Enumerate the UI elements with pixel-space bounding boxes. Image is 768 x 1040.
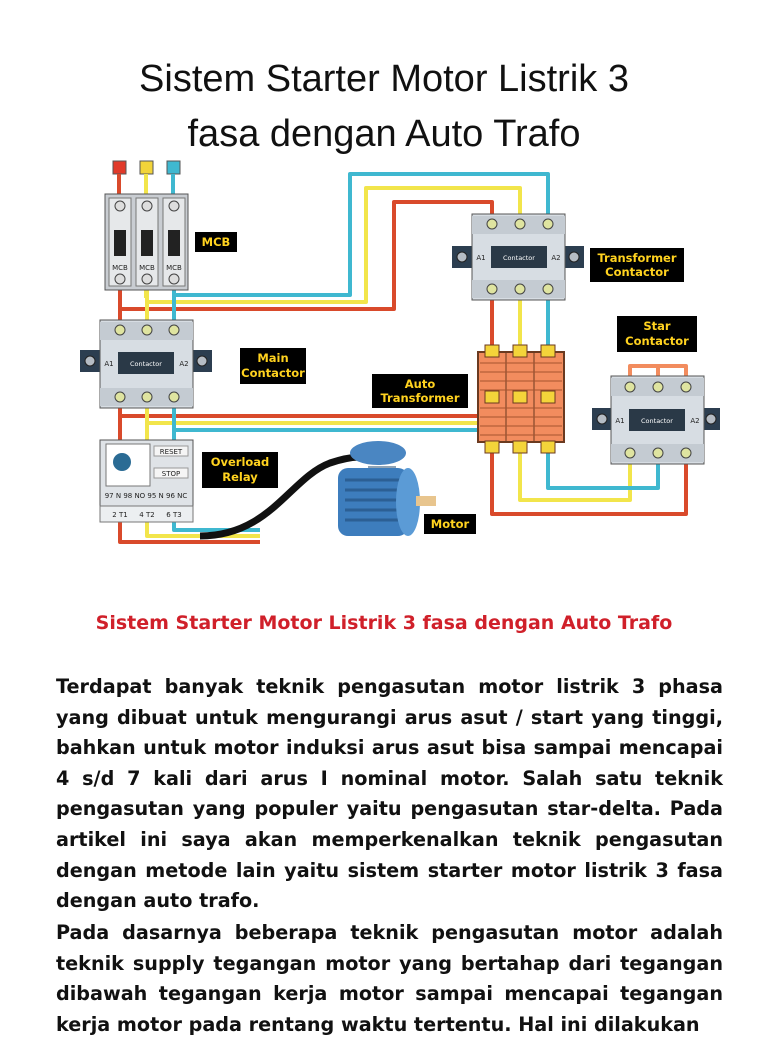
relay-stop-text: STOP (162, 470, 180, 478)
main-contactor-a2: A2 (179, 360, 188, 368)
paragraph-2: Pada dasarnya beberapa teknik pengasutan… (56, 921, 723, 1036)
page-title: Sistem Starter Motor Listrik 3 fasa deng… (0, 52, 768, 162)
label-transformer-contactor-line2: Contactor (605, 265, 669, 279)
label-overload-relay: Overload Relay (202, 452, 278, 488)
wire-at-star-blue (546, 450, 660, 490)
relay-terminals-text: 97 N 98 NO 95 N 96 NC (105, 492, 188, 500)
label-star-contactor-line2: Contactor (625, 334, 689, 348)
star-contactor-text: Contactor (641, 417, 673, 425)
label-overload-relay-line2: Relay (222, 470, 258, 484)
main-contactor-a1: A1 (104, 360, 113, 368)
motor-icon (338, 441, 436, 536)
paragraph-1: Terdapat banyak teknik pengasutan motor … (56, 675, 723, 913)
label-auto-transformer: Auto Transformer (372, 374, 468, 408)
mcb-input-terminals (112, 160, 181, 194)
relay-t1-text: 2 T1 (112, 511, 127, 519)
label-mcb-text: MCB (202, 235, 231, 249)
wire-at-star-yellow (518, 450, 632, 502)
mcb-pole-2-text: MCB (139, 264, 155, 272)
relay-t3-text: 6 T3 (166, 511, 181, 519)
figure-caption: Sistem Starter Motor Listrik 3 fasa deng… (95, 612, 673, 634)
label-auto-transformer-line2: Transformer (380, 391, 459, 405)
star-contactor-a2: A2 (690, 417, 699, 425)
auto-transformer (477, 344, 565, 454)
label-motor-text: Motor (431, 517, 470, 531)
label-main-contactor-line2: Contactor (241, 366, 305, 380)
mcb-pole-3-text: MCB (166, 264, 182, 272)
relay-reset-text: RESET (160, 448, 183, 456)
star-contactor: Contactor A1 A2 (592, 375, 720, 465)
label-auto-transformer-line1: Auto (405, 377, 436, 391)
title-line-1: Sistem Starter Motor Listrik 3 (139, 58, 629, 100)
wiring-diagram: MCB MCB MCB MCB Contactor A1 A2 Main (80, 160, 720, 544)
main-contactor: Contactor A1 A2 (80, 319, 212, 409)
label-star-contactor-line1: Star (643, 319, 671, 333)
main-contactor-text: Contactor (130, 360, 162, 368)
wire-star-bridge (628, 364, 688, 376)
label-main-contactor: Main Contactor (240, 348, 306, 384)
transformer-contactor: Contactor A1 A2 (452, 213, 584, 301)
transformer-contactor-a1: A1 (476, 254, 485, 262)
transformer-contactor-text: Contactor (503, 254, 535, 262)
label-mcb: MCB (195, 232, 237, 252)
label-overload-relay-line1: Overload (211, 455, 270, 469)
title-line-2: fasa dengan Auto Trafo (187, 113, 581, 155)
transformer-contactor-a2: A2 (551, 254, 560, 262)
label-main-contactor-line1: Main (257, 351, 288, 365)
overload-relay: RESET STOP 97 N 98 NO 95 N 96 NC 2 T1 4 … (99, 439, 194, 523)
label-star-contactor: Star Contactor (617, 316, 697, 352)
label-transformer-contactor-line1: Transformer (597, 251, 676, 265)
label-transformer-contactor: Transformer Contactor (590, 248, 684, 282)
mcb-device: MCB MCB MCB (104, 193, 189, 291)
wire-olr-out-red (118, 518, 260, 544)
label-motor: Motor (424, 514, 476, 534)
relay-t2-text: 4 T2 (139, 511, 154, 519)
star-contactor-a1: A1 (615, 417, 624, 425)
wire-at-star-red (490, 450, 688, 516)
mcb-pole-1-text: MCB (112, 264, 128, 272)
